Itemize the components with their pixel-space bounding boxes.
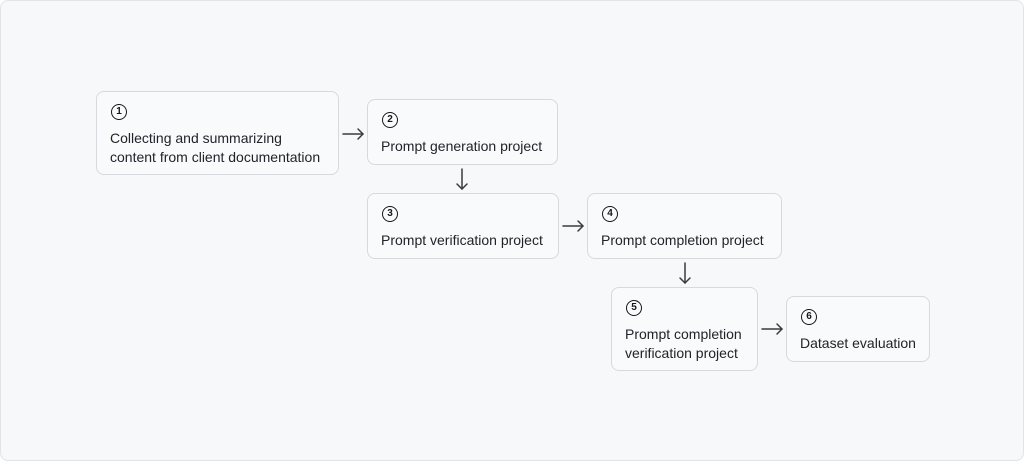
step-5-box: 5 Prompt completion verification project [611,287,758,371]
step-2-box: 2 Prompt generation project [367,99,558,165]
step-2-label: Prompt generation project [381,137,542,156]
arrow-5-to-6-icon [761,323,783,335]
step-6-label: Dataset evaluation [800,334,916,353]
step-6-number-badge: 6 [801,309,817,325]
step-1-label: Collecting and summarizing content from … [110,129,320,167]
step-3-number-badge: 3 [382,206,398,222]
arrow-1-to-2-icon [342,128,364,140]
step-4-number-badge: 4 [602,206,618,222]
step-5-label: Prompt completion verification project [625,325,742,363]
step-1-number-badge: 1 [111,104,127,120]
step-3-box: 3 Prompt verification project [367,193,559,259]
step-2-number-badge: 2 [382,112,398,128]
step-5-number-badge: 5 [626,300,642,316]
step-1-label-line-2: content from client documentation [110,149,321,165]
step-4-box: 4 Prompt completion project [587,193,782,259]
step-4-label-line-1: Prompt completion project [601,232,764,248]
step-6-box: 6 Dataset evaluation [786,296,930,362]
step-3-label: Prompt verification project [381,231,543,250]
step-5-label-line-2: verification project [625,345,738,361]
step-4-label: Prompt completion project [601,231,764,250]
step-2-label-line-1: Prompt generation project [381,138,543,154]
arrow-2-to-3-icon [456,168,468,190]
step-5-label-line-1: Prompt completion [625,326,742,342]
step-1-label-line-1: Collecting and summarizing [110,130,282,146]
step-1-box: 1 Collecting and summarizing content fro… [96,91,339,175]
arrow-3-to-4-icon [562,220,584,232]
step-6-label-line-1: Dataset evaluation [800,335,916,351]
arrow-4-to-5-icon [679,262,691,284]
step-3-label-line-1: Prompt verification project [381,232,543,248]
